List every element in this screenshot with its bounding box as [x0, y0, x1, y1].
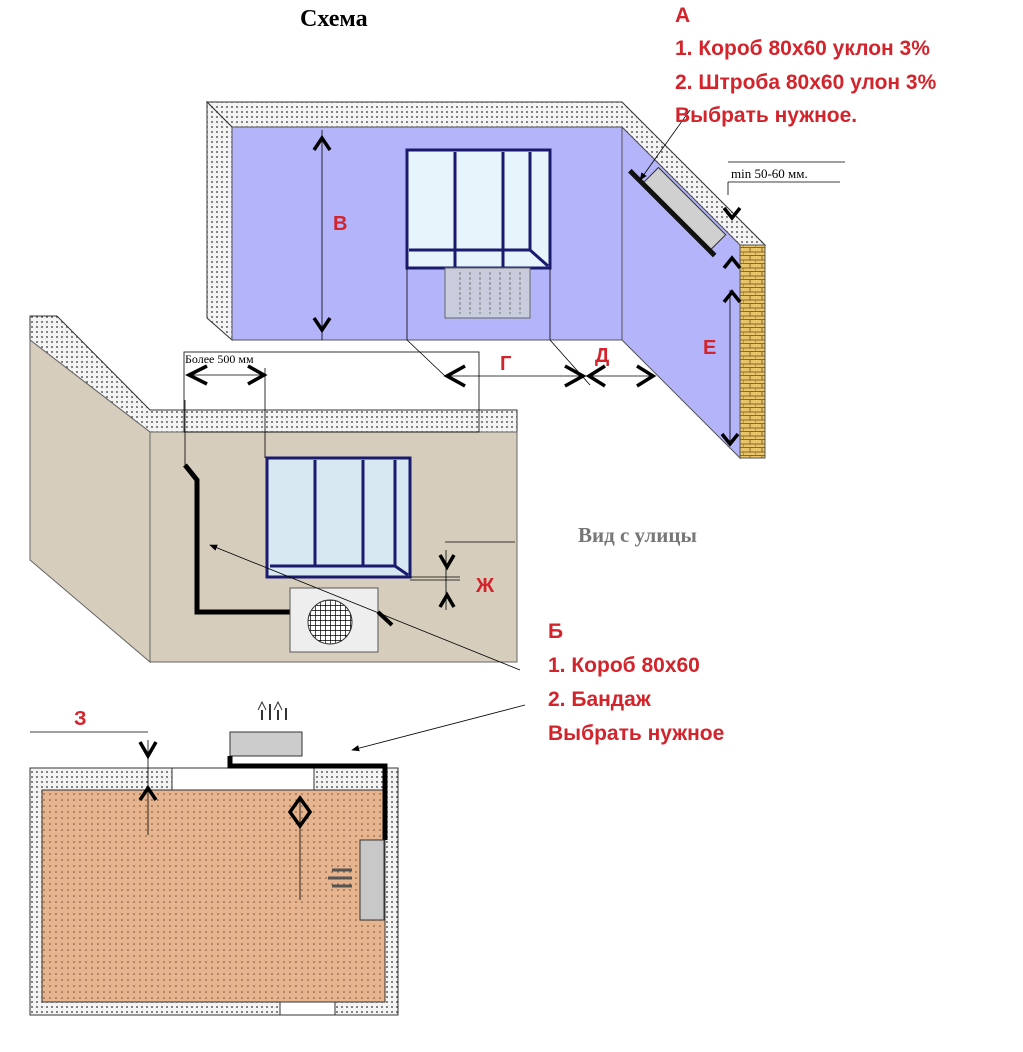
street-view-label: Вид с улицы	[578, 523, 697, 547]
dimension-v-label: В	[333, 213, 347, 235]
note-a-line3: Выбрать нужное.	[675, 104, 857, 127]
facade-side	[29, 338, 151, 664]
left-wall-section	[206, 100, 233, 342]
note-a-line2: 2. Штроба 80x60 улон 3%	[675, 71, 937, 94]
room-interior-view: min 50-60 мм. В Г Д Е	[205, 100, 845, 460]
facade-window	[265, 456, 412, 579]
window	[405, 148, 552, 270]
note-a-line1: 1. Короб 80x60 уклон 3%	[675, 37, 930, 60]
plan-pipe	[227, 756, 388, 840]
plan-window	[171, 767, 315, 791]
note-b-line3: Выбрать нужное	[548, 722, 724, 745]
plan-indoor-unit	[359, 839, 385, 921]
duct-box	[628, 166, 727, 258]
room-floor	[41, 789, 386, 1003]
brick-wall-section	[739, 244, 766, 459]
note-b-line1: 1. Короб 80x60	[548, 654, 700, 677]
note-a-letter: А	[675, 4, 690, 27]
min-distance-label: Более 500 мм	[185, 352, 254, 366]
note-b-line2: 2. Бандаж	[548, 688, 652, 711]
dimension-zh-label: Ж	[475, 575, 495, 597]
plan-outdoor-unit	[229, 731, 303, 757]
dimension-e-label: Е	[703, 337, 716, 359]
refrigerant-pipe	[183, 463, 290, 615]
dimension-g-label: Г	[500, 353, 511, 375]
floor-plan: З	[29, 700, 526, 1016]
dimension-z-label: З	[74, 708, 87, 730]
diagram-title: Схема	[300, 6, 368, 32]
outdoor-unit-fan	[307, 599, 353, 645]
note-b-letter: Б	[548, 620, 563, 643]
min-gap-label: min 50-60 мм.	[731, 166, 808, 181]
radiator	[444, 267, 531, 319]
facade-street-view: Более 500 мм Ж	[29, 315, 521, 671]
dimension-d-label: Д	[595, 345, 609, 367]
